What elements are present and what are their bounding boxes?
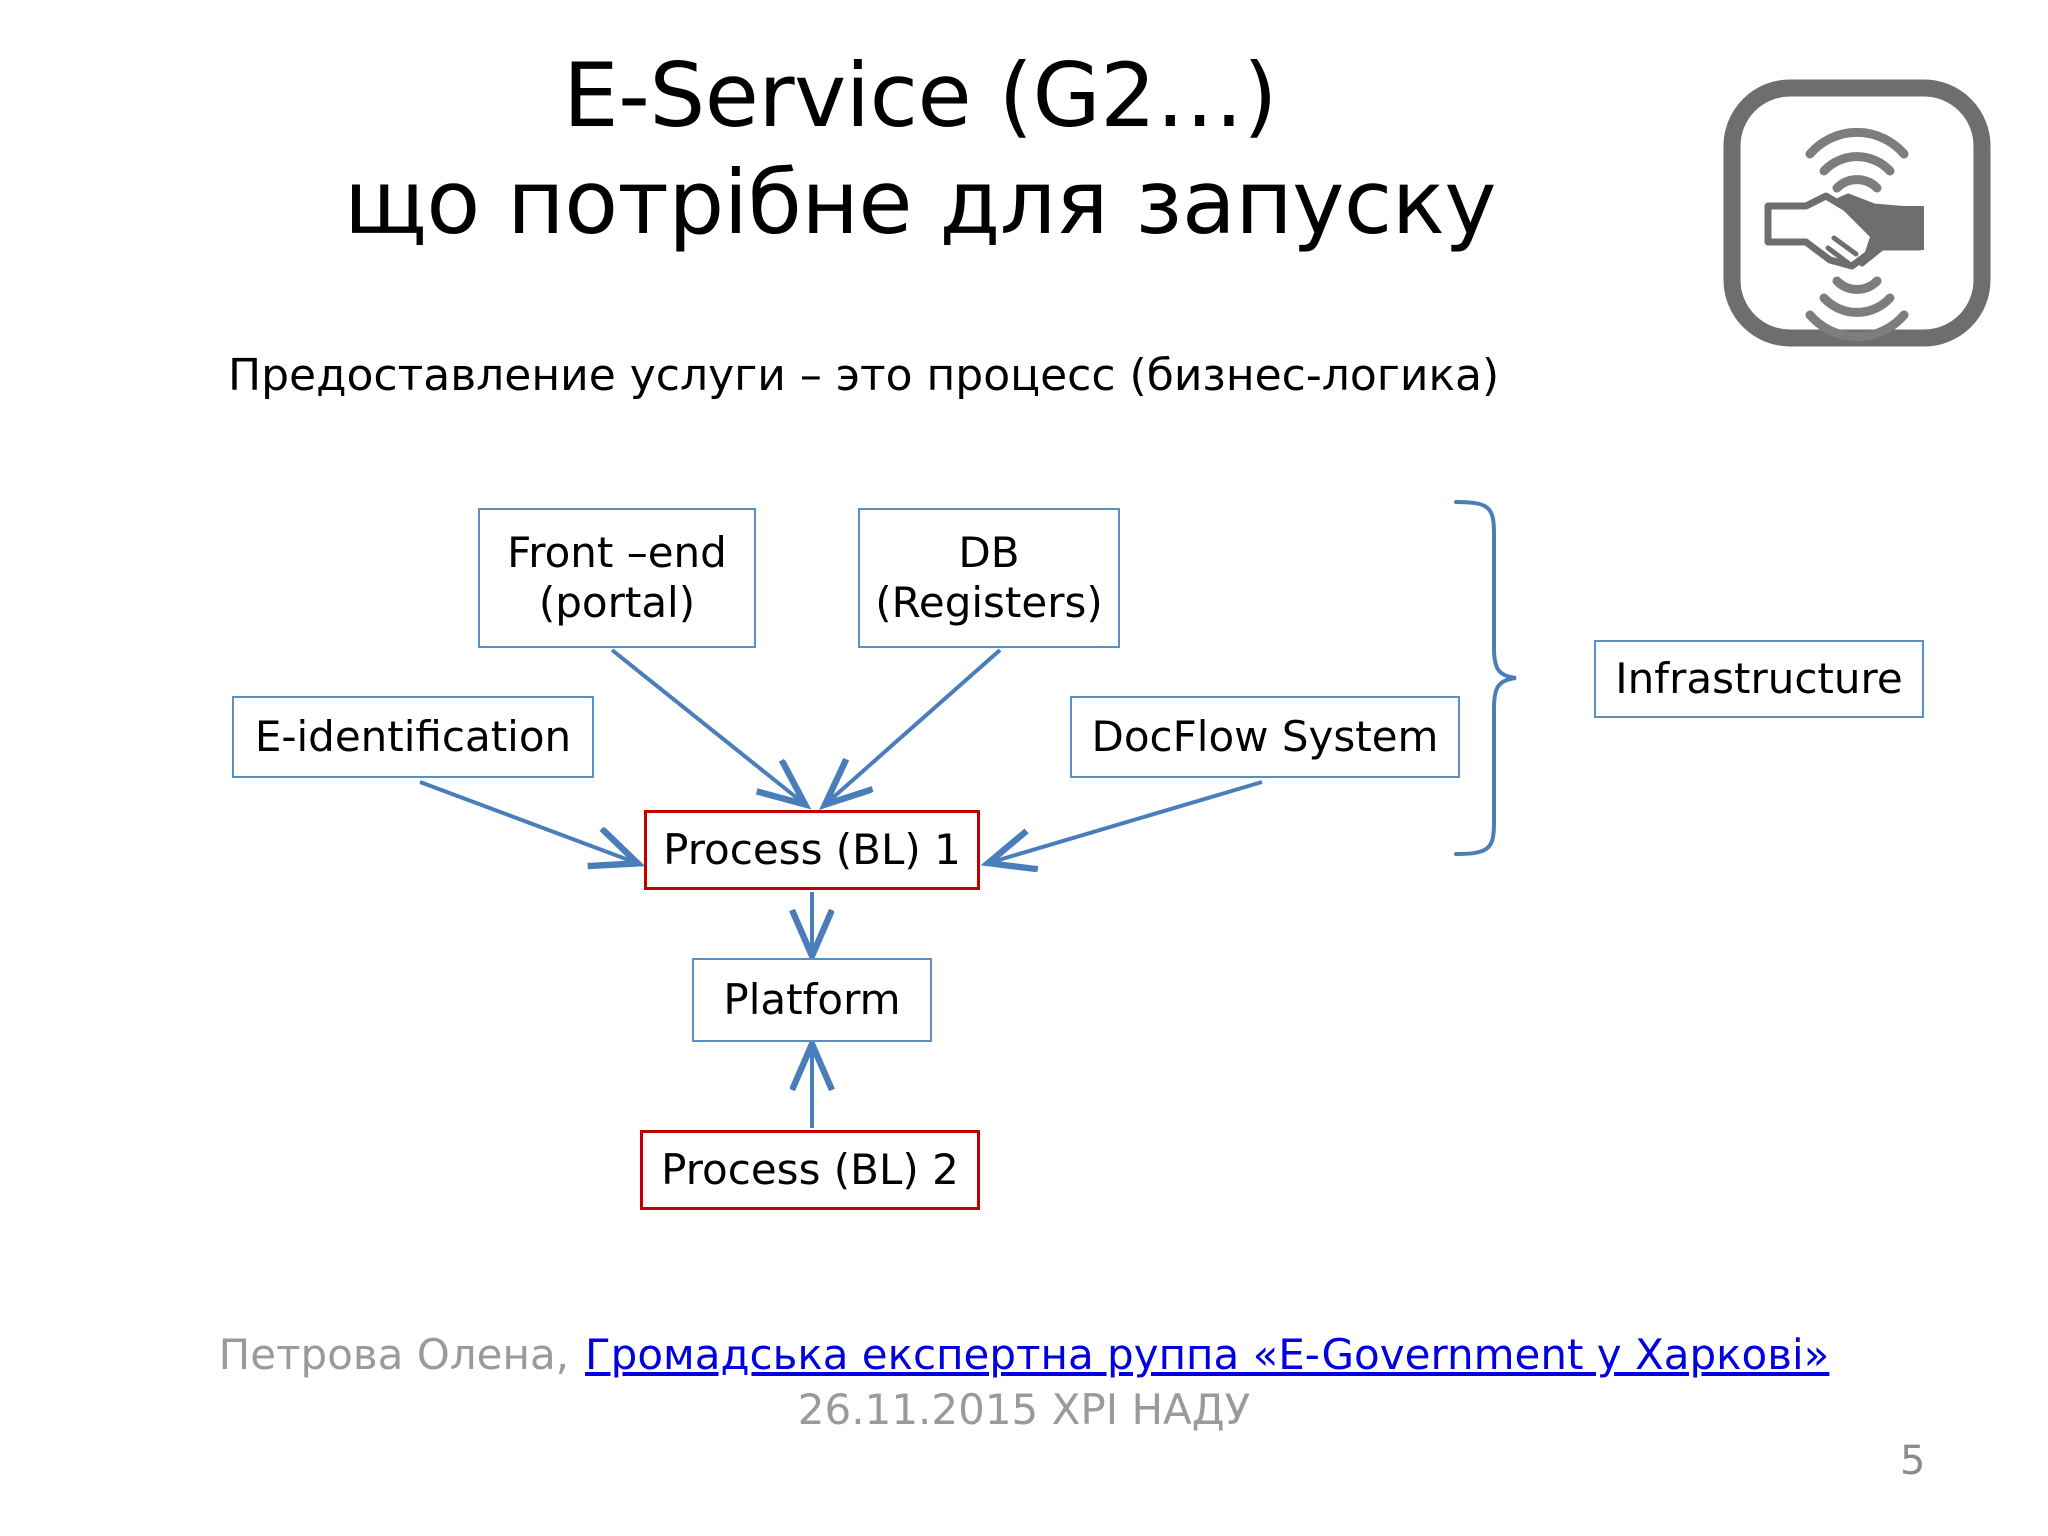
page-number: 5 — [1900, 1438, 1926, 1484]
page-title: E-Service (G2…) що потрібне для запуску — [180, 42, 1660, 257]
node-platform[interactable]: Platform — [692, 958, 932, 1042]
footer-author: Петрова Олена, — [218, 1330, 570, 1379]
title-line-1: E-Service (G2…) — [563, 44, 1277, 147]
node-front-end[interactable]: Front –end (portal) — [478, 508, 756, 648]
node-db-line2: (Registers) — [875, 578, 1103, 627]
node-process-bl-2[interactable]: Process (BL) 2 — [640, 1130, 980, 1210]
node-front-end-line1: Front –end — [507, 528, 727, 578]
footer-author-line: Петрова Олена, Громадська експертна руппа… — [0, 1330, 2048, 1379]
node-front-end-line2: (portal) — [538, 578, 696, 627]
footer: Петрова Олена, Громадська експертна руппа… — [0, 1330, 2048, 1434]
handshake-wireless-icon — [1722, 78, 1992, 348]
node-docflow-system[interactable]: DocFlow System — [1070, 696, 1460, 778]
subtitle-text: Предоставление услуги – это процесс (биз… — [228, 350, 1500, 401]
node-process-bl-1[interactable]: Process (BL) 1 — [644, 810, 980, 890]
node-infrastructure[interactable]: Infrastructure — [1594, 640, 1924, 718]
footer-link[interactable]: Громадська експертна руппа «E-Government… — [585, 1330, 1830, 1379]
node-e-identification[interactable]: E-identification — [232, 696, 594, 778]
footer-date: 26.11.2015 ХРІ НАДУ — [797, 1385, 1251, 1434]
node-db[interactable]: DB (Registers) — [858, 508, 1120, 648]
node-db-line1: DB — [958, 528, 1020, 578]
title-line-2: що потрібне для запуску — [343, 151, 1497, 255]
